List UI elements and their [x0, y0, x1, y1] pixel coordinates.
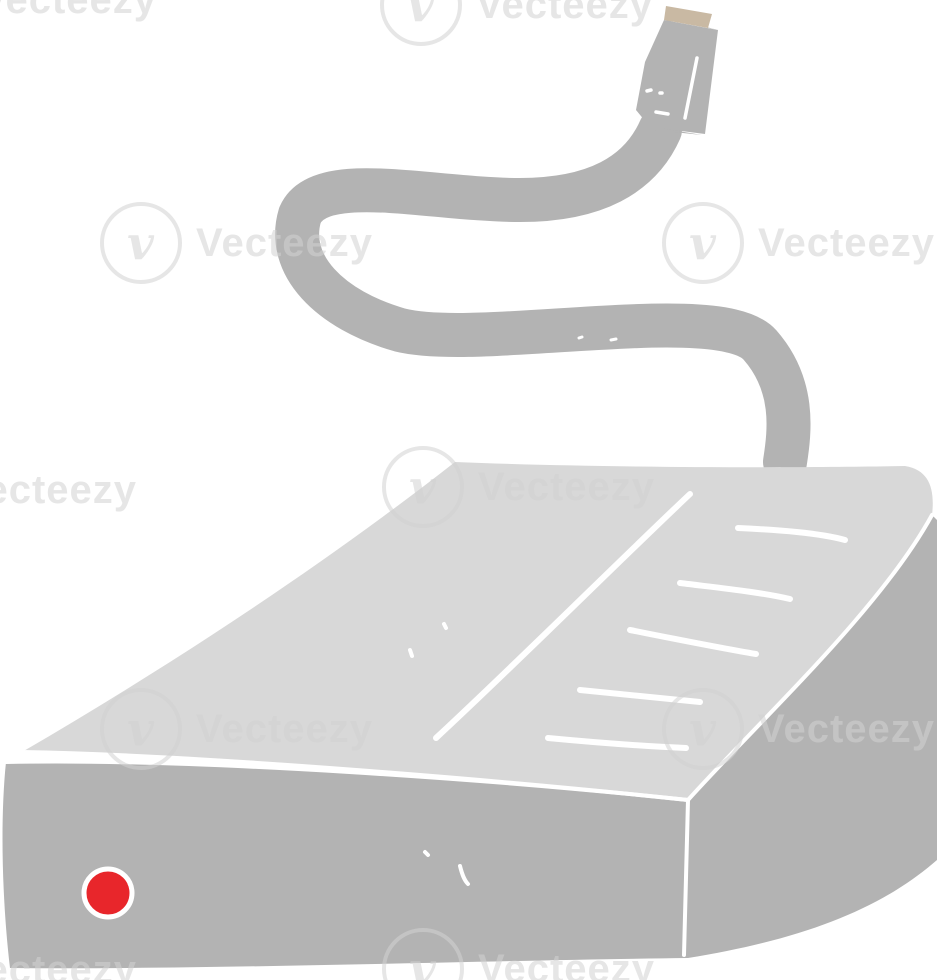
drive-side-face: [688, 515, 937, 958]
connector-body: [636, 20, 718, 134]
cable: [275, 108, 811, 484]
power-led: [81, 866, 135, 920]
drive-top-face: [22, 462, 933, 800]
drive-top-groove: [433, 491, 693, 741]
drive-front-face: [2, 761, 688, 969]
connector-highlights: [645, 56, 699, 120]
cable-highlights: [577, 335, 618, 342]
drive-surface-highlights: [408, 622, 470, 886]
drive-vent-lines: [545, 525, 848, 751]
connector-tip: [664, 6, 712, 28]
